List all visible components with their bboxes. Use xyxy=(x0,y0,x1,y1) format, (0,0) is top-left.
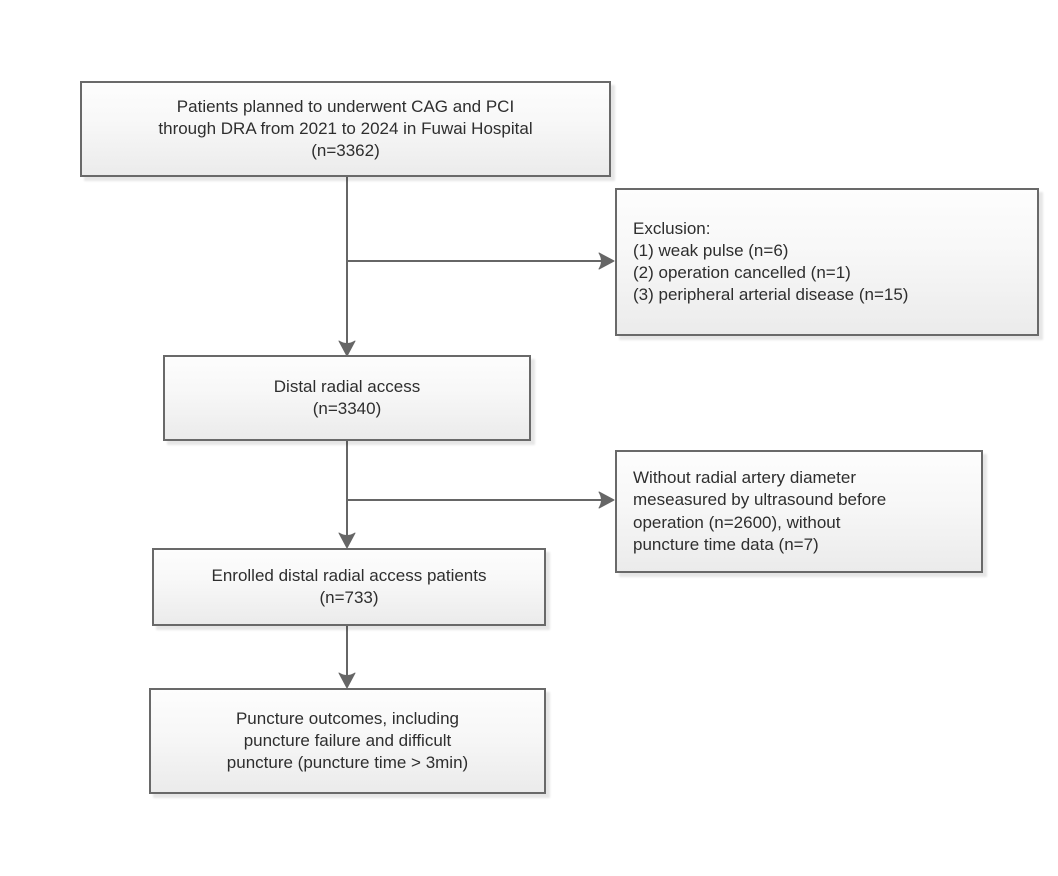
node-distal-radial-access-text: Distal radial access (n=3340) xyxy=(273,376,421,418)
node-enrolled: Enrolled distal radial access patients (… xyxy=(152,548,546,626)
node-enrolled-text: Enrolled distal radial access patients (… xyxy=(211,565,487,607)
node-puncture-outcomes-text: Puncture outcomes, including puncture fa… xyxy=(226,708,469,773)
node-puncture-outcomes: Puncture outcomes, including puncture fa… xyxy=(149,688,546,794)
node-exclusion: Exclusion: (1) weak pulse (n=6) (2) oper… xyxy=(615,188,1039,336)
node-without-measurement-text: Without radial artery diameter meseasure… xyxy=(633,468,887,554)
node-without-measurement: Without radial artery diameter meseasure… xyxy=(615,450,983,573)
node-population-text: Patients planned to underwent CAG and PC… xyxy=(158,96,533,161)
arrow-dra-to-enrolled xyxy=(338,441,356,549)
node-distal-radial-access: Distal radial access (n=3340) xyxy=(163,355,531,441)
arrow-branch-to-without xyxy=(347,491,615,509)
arrow-enrolled-to-outcomes xyxy=(338,626,356,689)
arrow-population-to-dra xyxy=(338,177,356,357)
arrow-branch-to-exclusion xyxy=(347,252,615,270)
node-population: Patients planned to underwent CAG and PC… xyxy=(80,81,611,177)
node-exclusion-text: Exclusion: (1) weak pulse (n=6) (2) oper… xyxy=(633,218,909,305)
